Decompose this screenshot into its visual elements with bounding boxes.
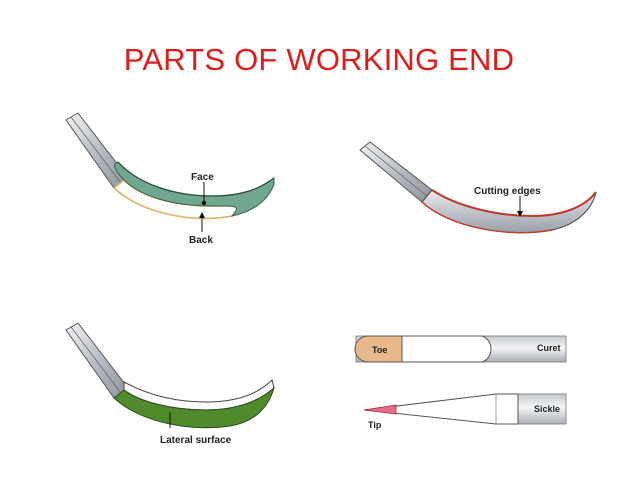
sickle-bar	[517, 393, 567, 425]
cutting-edges-label: Cutting edges	[474, 186, 541, 197]
toe-tip-figure: Toe Curet Tip Sickle	[354, 335, 567, 430]
curet-face	[401, 335, 492, 363]
sickle-label: Sickle	[534, 404, 560, 414]
back-label: Back	[189, 235, 213, 246]
cutting-edge-line	[431, 189, 597, 218]
toe-label: Toe	[372, 345, 387, 355]
curet-label: Curet	[537, 343, 561, 353]
cutting-edges-figure: Cutting edges	[359, 141, 597, 234]
curet-toe	[354, 335, 403, 363]
sickle-tip	[363, 404, 397, 415]
sickle-blade	[363, 393, 519, 425]
slide-title: PARTS OF WORKING END	[123, 42, 515, 77]
face-label: Face	[191, 172, 214, 183]
lateral-surface-figure: Lateral surface	[65, 322, 275, 446]
lateral-surface-fill	[113, 386, 275, 429]
face-back-figure: Face Back	[65, 112, 275, 246]
shank-1	[65, 112, 129, 189]
shank-3	[65, 322, 129, 399]
tip-label: Tip	[368, 420, 382, 430]
lateral-surface-label: Lateral surface	[160, 435, 232, 446]
